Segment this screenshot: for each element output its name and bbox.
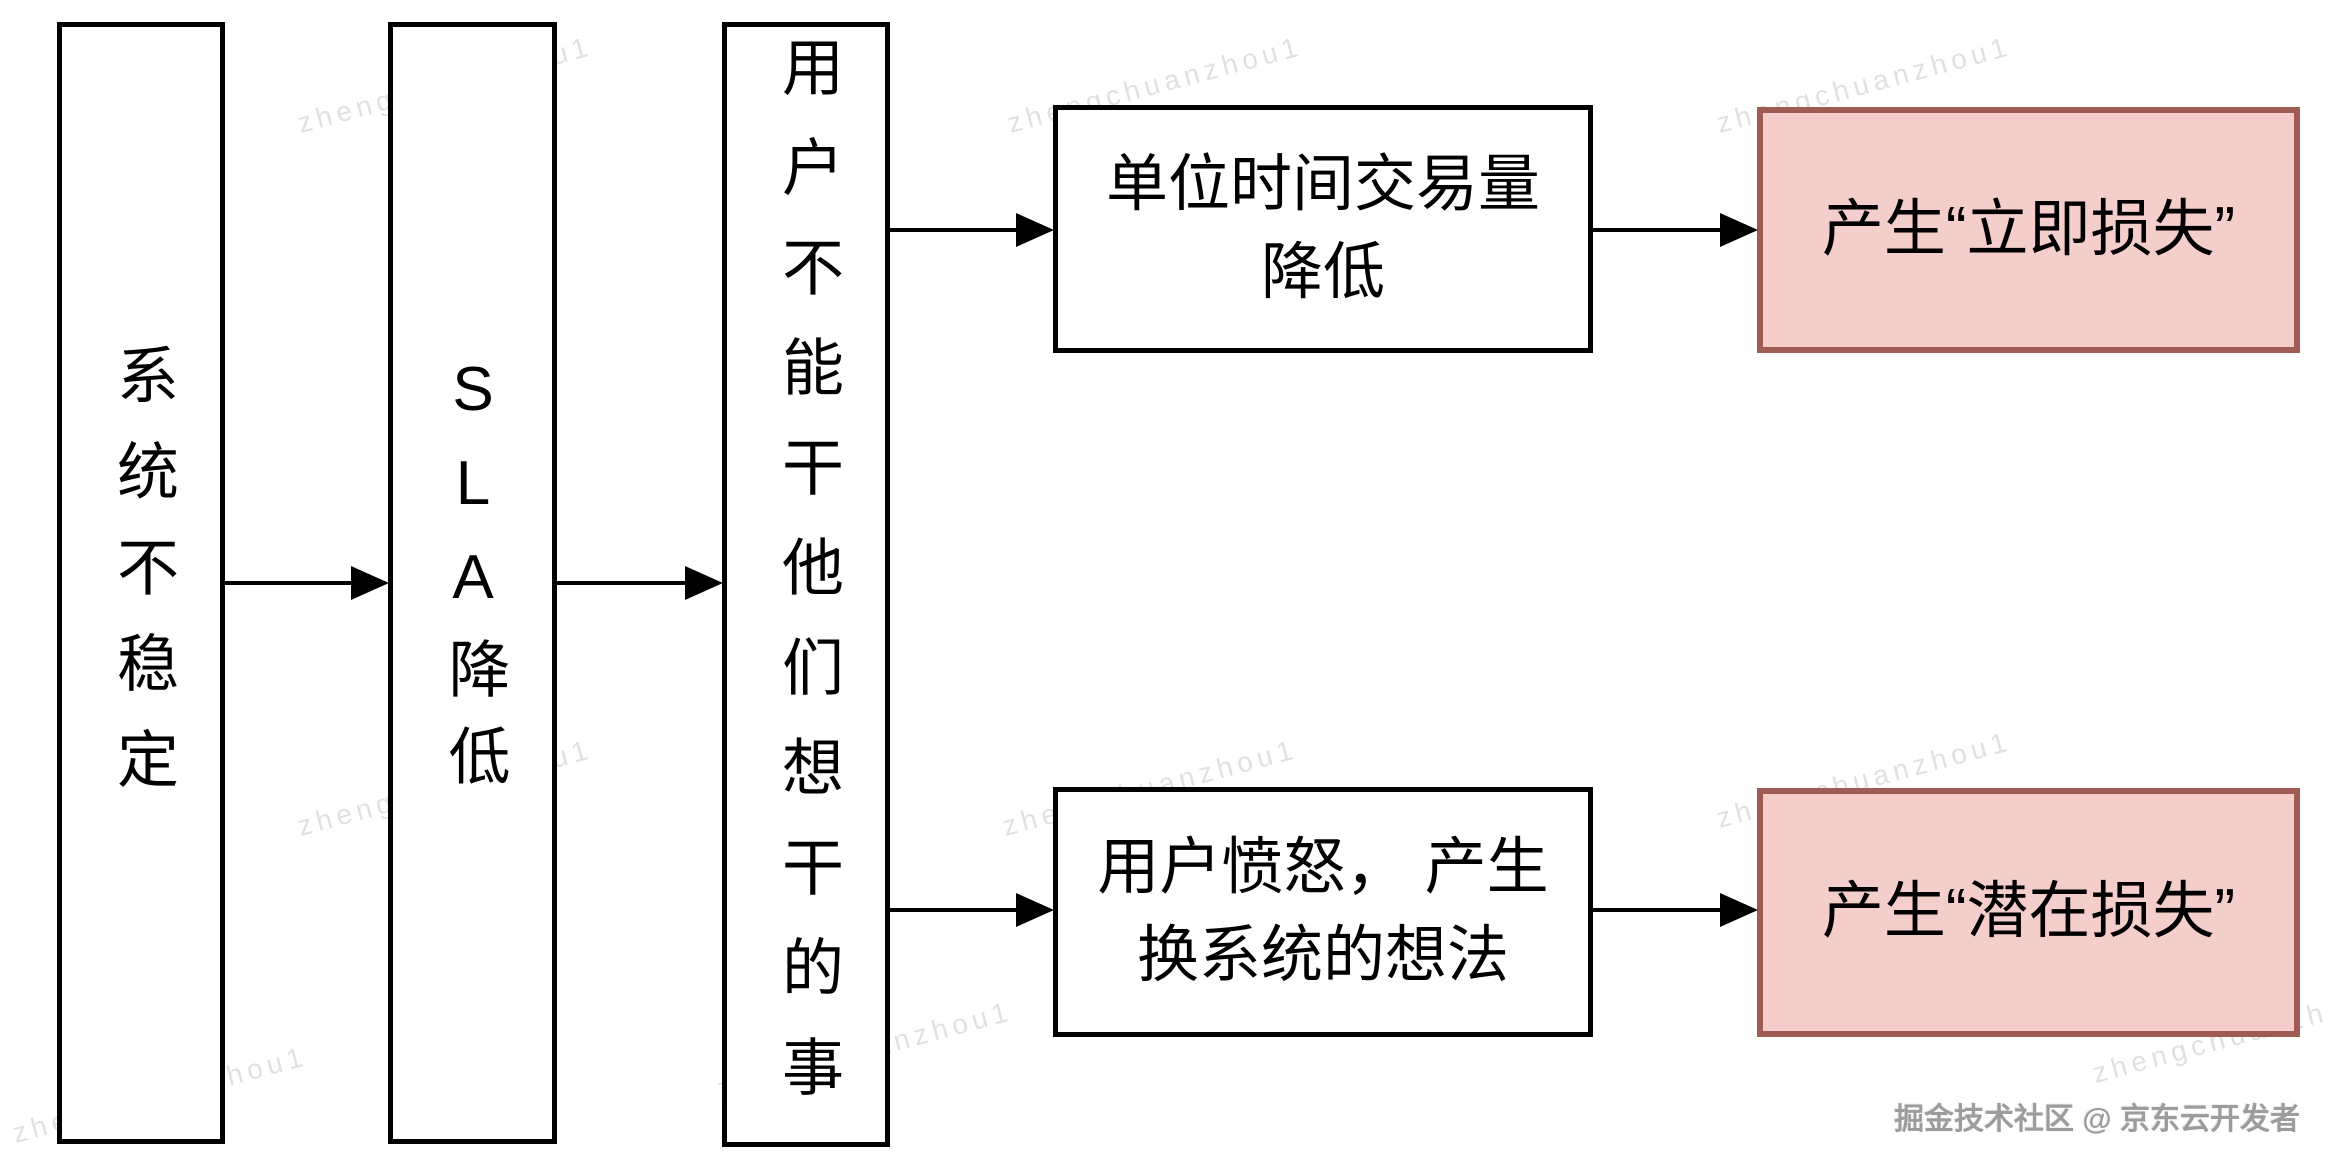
node-immediate-loss: 产生“立即损失” xyxy=(1757,107,2300,353)
node-system-unstable: 系统不稳定 xyxy=(57,22,225,1144)
node-user-blocked: 用户不能干他们想干的事 xyxy=(722,22,890,1147)
credit-text: 掘金技术社区 @ 京东云开发者 xyxy=(1894,1103,2300,1136)
arrow-volume-to-immediate-loss xyxy=(1593,228,1721,232)
arrow-sla-to-user xyxy=(557,581,686,585)
node-label: 产生“立即损失” xyxy=(1821,194,2236,264)
arrow-user-to-volume xyxy=(890,228,1017,232)
node-label: SLA降低 xyxy=(438,355,508,811)
node-label: 用户愤怒， 产生 换系统的想法 xyxy=(1097,832,1549,990)
node-sla-decrease: SLA降低 xyxy=(388,22,557,1144)
node-label: 单位时间交易量 降低 xyxy=(1105,149,1540,307)
node-label: 产生“潜在损失” xyxy=(1821,877,2236,947)
arrow-system-to-sla xyxy=(225,581,352,585)
node-label: 系统不稳定 xyxy=(107,343,176,823)
arrow-anger-to-potential-loss xyxy=(1593,908,1721,912)
arrow-user-to-anger xyxy=(890,908,1017,912)
node-volume-drop: 单位时间交易量 降低 xyxy=(1053,105,1593,353)
node-potential-loss: 产生“潜在损失” xyxy=(1757,788,2300,1037)
node-label: 用户不能干他们想干的事 xyxy=(772,34,841,1135)
node-user-anger: 用户愤怒， 产生 换系统的想法 xyxy=(1053,787,1593,1037)
